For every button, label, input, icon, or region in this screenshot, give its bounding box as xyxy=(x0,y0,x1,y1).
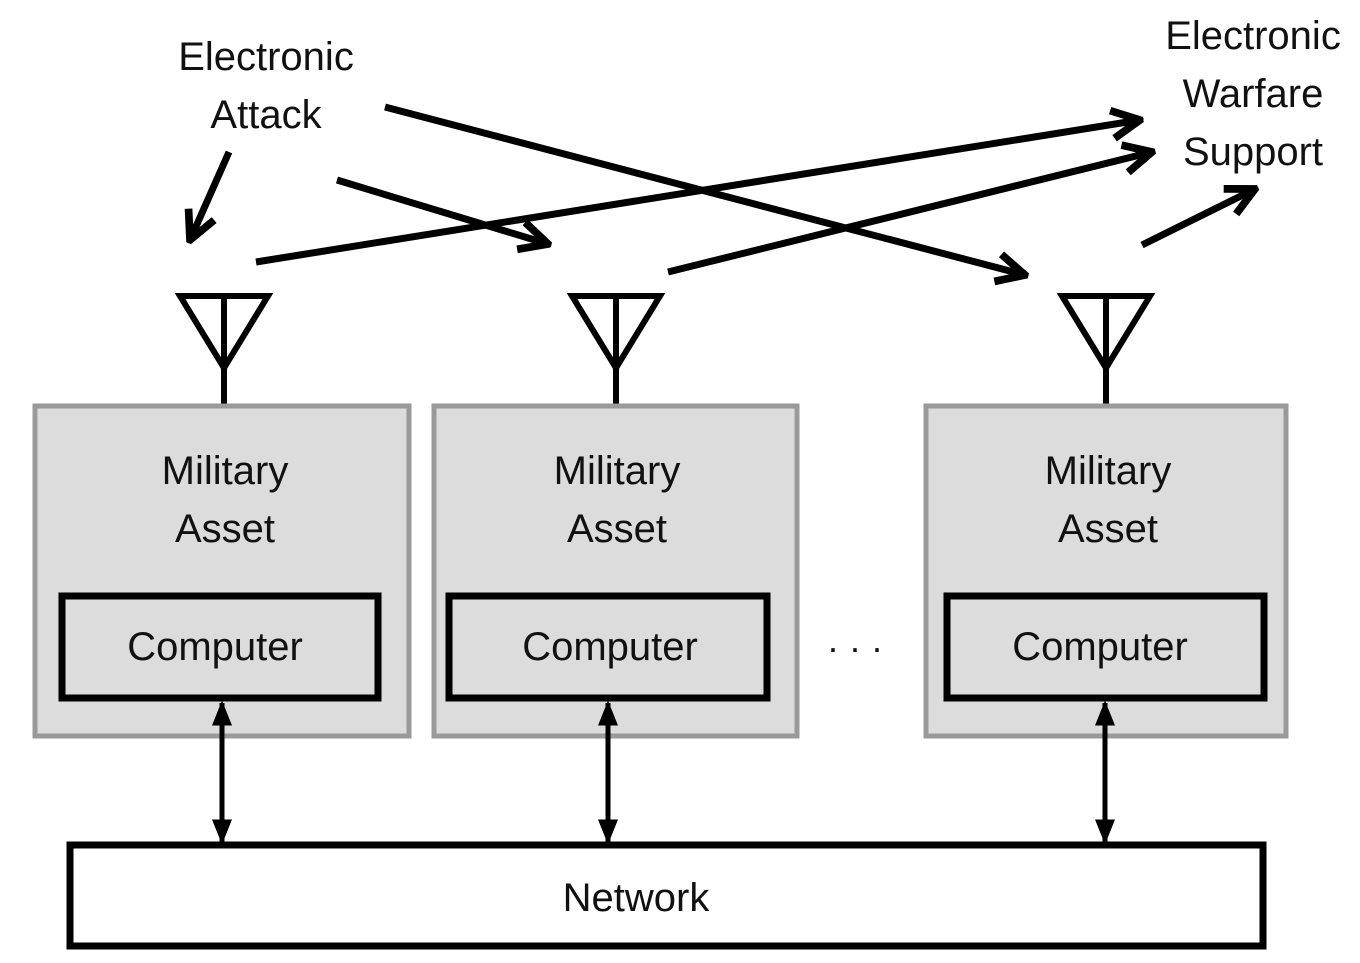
antenna-icon xyxy=(174,293,274,406)
electronic-attack-line-1: Electronic xyxy=(178,35,354,79)
antenna-icon xyxy=(566,293,666,406)
ew-support-line-3: Support xyxy=(1183,130,1323,174)
military-asset-1: Military Asset Computer xyxy=(32,403,412,739)
computer-label: Computer xyxy=(522,625,698,669)
asset-title-line-1: Military xyxy=(162,449,289,493)
ew-support-line-2: Warfare xyxy=(1183,72,1324,116)
computer-label: Computer xyxy=(127,625,303,669)
computer-label: Computer xyxy=(1012,625,1188,669)
antenna-icon xyxy=(1056,293,1156,406)
computer-box xyxy=(58,592,382,702)
computer-box xyxy=(445,592,771,702)
computer-box xyxy=(943,592,1268,702)
attack-arrow-asset-1 xyxy=(190,150,233,240)
asset-title-line-2: Asset xyxy=(175,507,275,551)
support-arrow-asset-3 xyxy=(1140,189,1255,249)
asset-title-line-1: Military xyxy=(554,449,681,493)
military-asset-2: Military Asset Computer xyxy=(431,403,800,739)
support-arrow-asset-2 xyxy=(667,152,1152,276)
electronic-attack-line-2: Attack xyxy=(210,93,322,137)
asset-title-line-1: Military xyxy=(1045,449,1172,493)
military-asset-3: Military Asset Computer xyxy=(923,403,1289,739)
network: Network xyxy=(66,841,1267,950)
network-label: Network xyxy=(563,876,711,920)
support-arrow-asset-1 xyxy=(255,120,1140,266)
asset-title-line-2: Asset xyxy=(567,507,667,551)
attack-arrow-asset-2 xyxy=(335,176,548,244)
electronic-warfare-support-label: Electronic Warfare Support xyxy=(1165,14,1341,174)
ellipsis: · · · xyxy=(827,627,883,668)
electronic-attack-label: Electronic Attack xyxy=(178,35,354,137)
ew-support-line-1: Electronic xyxy=(1165,14,1341,58)
asset-title-line-2: Asset xyxy=(1058,507,1158,551)
network-box xyxy=(66,841,1267,950)
